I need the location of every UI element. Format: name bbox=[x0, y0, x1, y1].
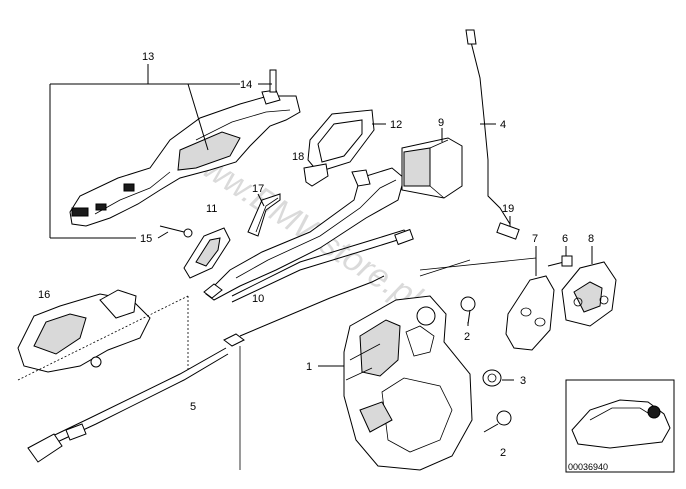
label-17: 17 bbox=[252, 183, 264, 195]
lock-rod bbox=[465, 29, 511, 225]
label-11: 11 bbox=[206, 203, 217, 215]
striker-gasket bbox=[505, 275, 555, 351]
bracket-18 bbox=[303, 163, 329, 187]
screw-15 bbox=[159, 225, 193, 238]
label-1: 1 bbox=[306, 361, 312, 373]
label-6: 6 bbox=[562, 233, 568, 245]
cover-cap bbox=[183, 227, 231, 279]
label-2a: 2 bbox=[464, 331, 470, 343]
diagram-id: 00036940 bbox=[568, 462, 608, 472]
label-15: 15 bbox=[140, 233, 152, 245]
label-3: 3 bbox=[520, 375, 526, 387]
car-thumbnail bbox=[565, 379, 675, 473]
plug-19 bbox=[496, 222, 520, 240]
label-4: 4 bbox=[500, 119, 506, 131]
label-10: 10 bbox=[252, 293, 264, 305]
interior-handle bbox=[17, 289, 151, 373]
label-7: 7 bbox=[532, 233, 538, 245]
gasket bbox=[307, 109, 375, 173]
handle-carrier-bracket bbox=[69, 69, 301, 227]
screw-2-lower bbox=[483, 410, 512, 433]
cable-upper bbox=[231, 228, 414, 303]
part-labels: 13 14 15 12 9 4 18 17 11 19 7 6 8 10 16 … bbox=[38, 51, 594, 459]
label-16: 16 bbox=[38, 289, 50, 301]
label-9: 9 bbox=[438, 117, 444, 129]
label-18: 18 bbox=[292, 151, 304, 163]
striker bbox=[561, 261, 617, 327]
screw-2-upper bbox=[460, 296, 476, 325]
label-13: 13 bbox=[142, 51, 154, 63]
lock-cylinder bbox=[401, 137, 463, 199]
grommet bbox=[482, 369, 502, 387]
label-8: 8 bbox=[588, 233, 594, 245]
door-lock bbox=[343, 295, 473, 471]
label-14: 14 bbox=[240, 79, 252, 91]
label-2b: 2 bbox=[500, 447, 506, 459]
label-19: 19 bbox=[502, 203, 514, 215]
spring-clip bbox=[247, 193, 281, 237]
label-12: 12 bbox=[390, 119, 402, 131]
label-5: 5 bbox=[190, 401, 196, 413]
bowden-cable bbox=[27, 275, 385, 463]
highlight-marker bbox=[647, 405, 661, 419]
screw-6 bbox=[547, 255, 573, 267]
